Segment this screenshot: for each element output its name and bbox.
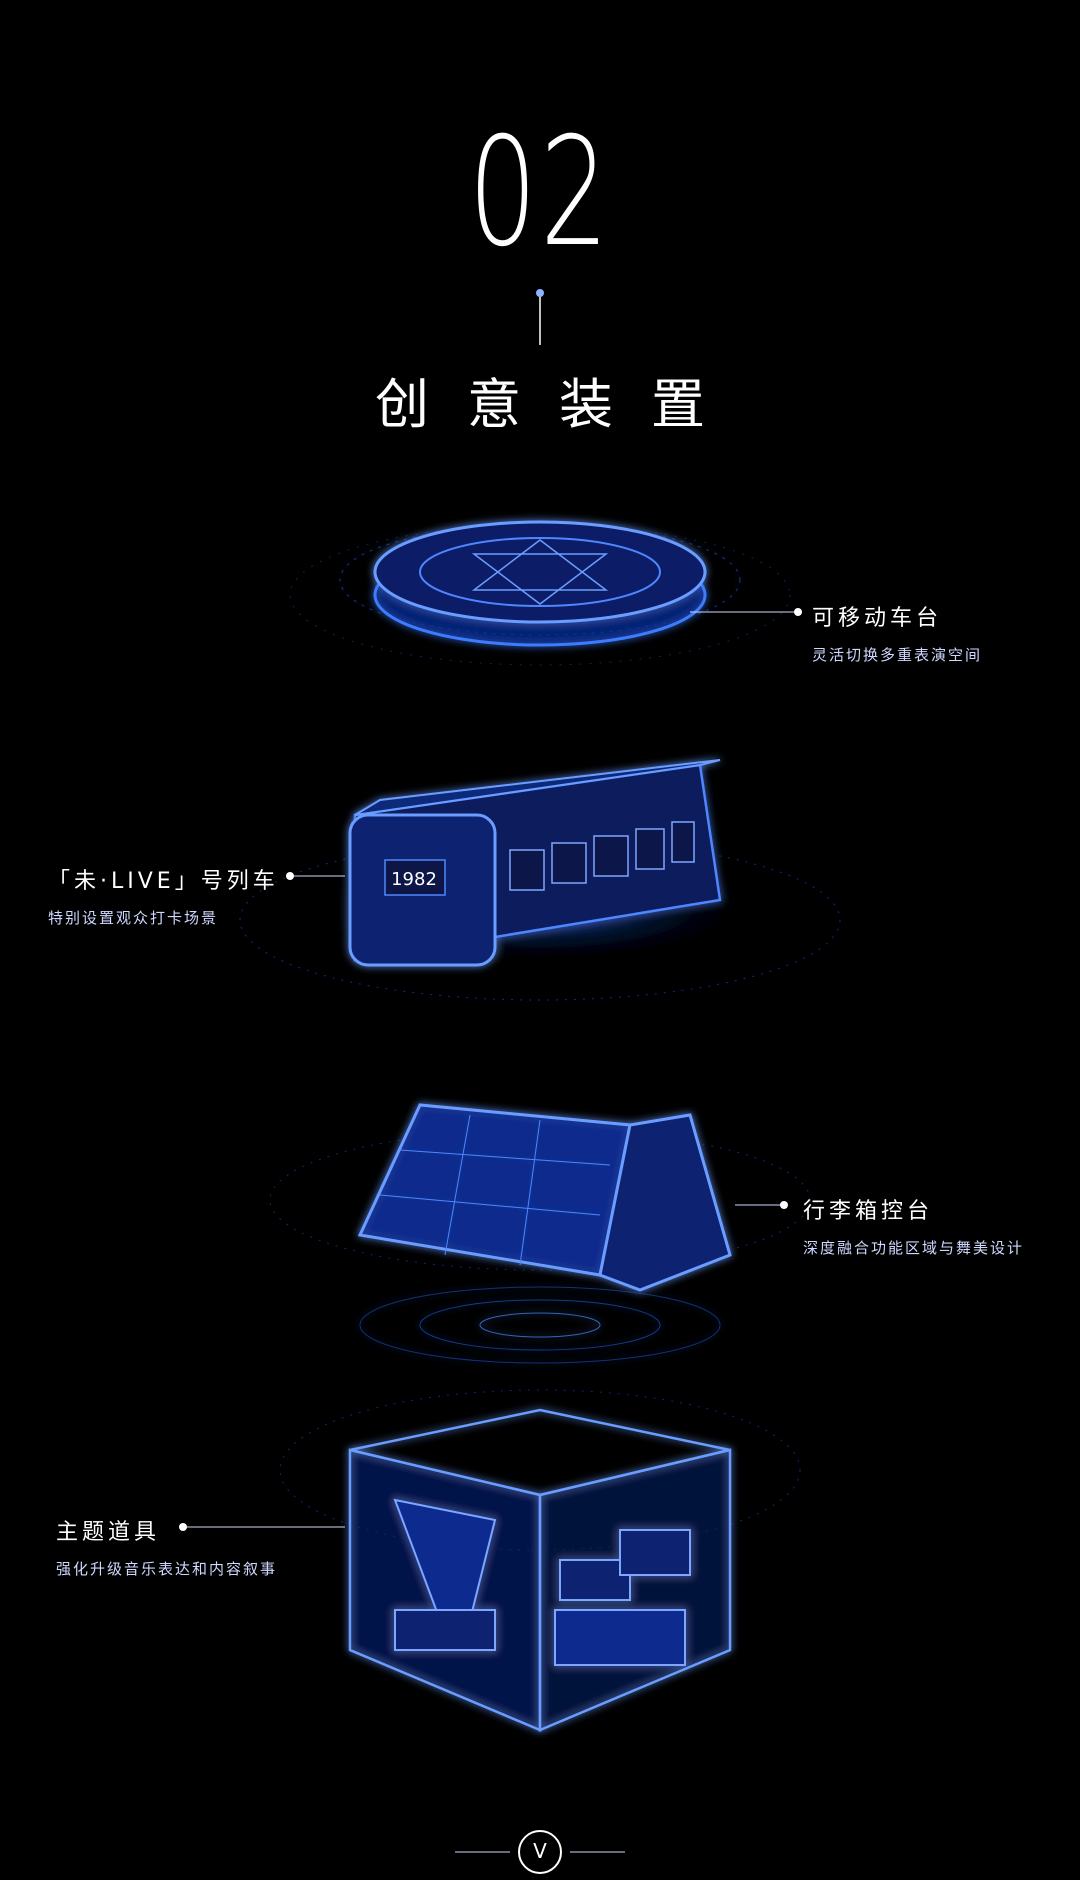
callout-title: 主题道具 bbox=[56, 1520, 161, 1545]
header-connector-dot bbox=[536, 289, 544, 297]
suitcase-console bbox=[269, 1103, 811, 1364]
prop-cube bbox=[279, 1389, 801, 1732]
train-number: 1982 bbox=[391, 869, 437, 890]
section-number: 02 bbox=[468, 106, 612, 280]
callout-props: 主题道具 强化升级音乐表达和内容叙事 bbox=[56, 1514, 277, 1579]
train-car: 1982 bbox=[239, 759, 841, 1001]
callout-suitcase: 行李箱控台 深度融合功能区域与舞美设计 bbox=[803, 1193, 1024, 1258]
callout-leaders bbox=[179, 608, 802, 1531]
callout-subtitle: 灵活切换多重表演空间 bbox=[812, 646, 983, 664]
turntable-platform bbox=[289, 520, 791, 666]
callout-subtitle: 强化升级音乐表达和内容叙事 bbox=[56, 1560, 278, 1578]
section-title: 创意装置 bbox=[375, 373, 743, 436]
callout-subtitle: 特别设置观众打卡场景 bbox=[48, 909, 219, 927]
footer-logo-badge: V bbox=[518, 1830, 562, 1874]
callout-title: 可移动车台 bbox=[812, 606, 943, 631]
callout-subtitle: 深度融合功能区域与舞美设计 bbox=[803, 1239, 1025, 1257]
callout-train: 「未·LIVE」号列车 特别设置观众打卡场景 bbox=[48, 863, 279, 928]
callout-title: 行李箱控台 bbox=[803, 1199, 934, 1224]
callout-turntable: 可移动车台 灵活切换多重表演空间 bbox=[812, 600, 982, 665]
callout-title: 「未·LIVE」号列车 bbox=[48, 869, 279, 894]
